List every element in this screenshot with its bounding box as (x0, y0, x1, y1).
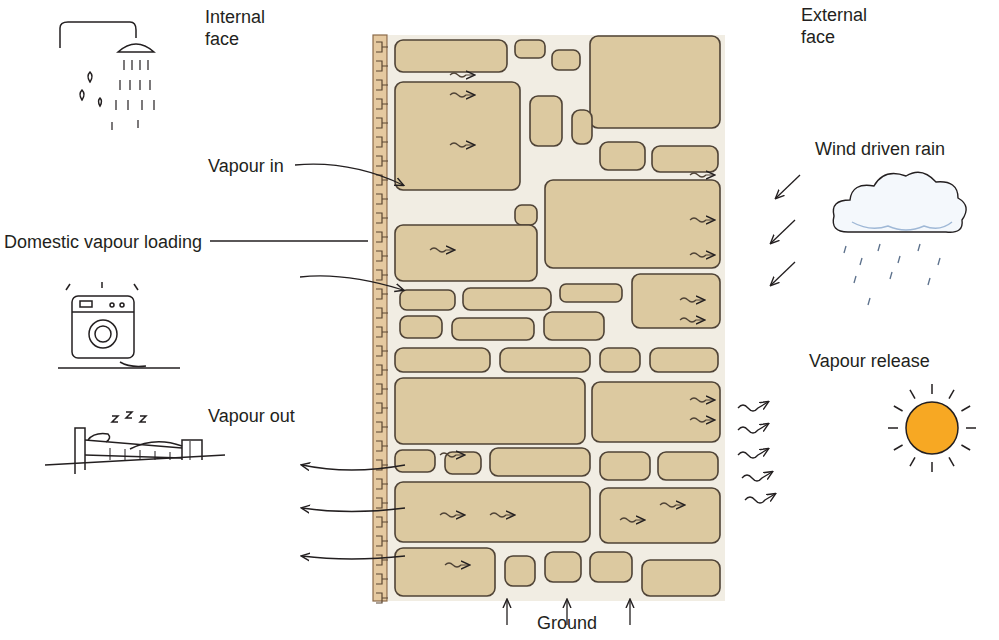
text-label: Vapour in (208, 155, 284, 177)
text-label: Domestic vapour loading (4, 231, 202, 253)
text-label: External face (801, 4, 881, 48)
text-label: Vapour release (809, 350, 930, 372)
text-label: Internal face (205, 6, 285, 50)
text-label: Wind driven rain (815, 138, 945, 160)
text-label: Ground (537, 612, 597, 634)
text-label: Vapour out (208, 405, 295, 427)
